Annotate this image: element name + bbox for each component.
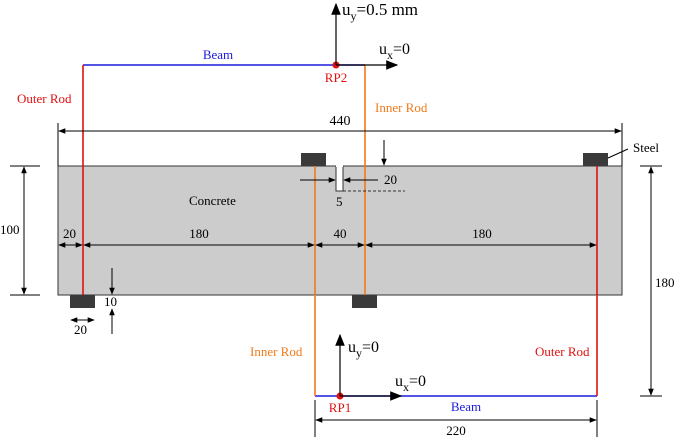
dim-20-left-label: 20 [63, 226, 76, 241]
ux-top-label: ux=0 [379, 41, 410, 62]
inner-rod-bottom-label: Inner Rod [250, 344, 303, 359]
inner-rod-top-label: Inner Rod [375, 100, 428, 115]
steel-plate-bottom-middle [352, 295, 377, 308]
steel-plate-bottom-left [70, 295, 95, 308]
beam-bottom-label: Beam [451, 399, 481, 414]
steel-leader [607, 148, 629, 159]
uy-bottom-label: uy=0 [348, 339, 379, 360]
dim-180-left-label: 180 [189, 226, 209, 241]
concrete-label: Concrete [189, 193, 236, 208]
steel-plate-top-left [301, 153, 326, 166]
dim-40-label: 40 [334, 226, 347, 241]
ux-bottom-label: ux=0 [395, 373, 426, 394]
rp2-label: RP2 [325, 70, 347, 85]
dim-440-label: 440 [330, 114, 351, 129]
beam-top-label: Beam [203, 47, 233, 62]
steel-label: Steel [633, 140, 659, 155]
dim-180-vert-label: 180 [655, 275, 675, 290]
notch-width-label: 20 [384, 172, 397, 187]
dim-20-bottom-label: 20 [74, 322, 87, 337]
dim-100-label: 100 [0, 222, 20, 237]
notch-5-label: 5 [336, 194, 343, 209]
outer-rod-right-label: Outer Rod [535, 344, 590, 359]
dim-10-label: 10 [104, 294, 117, 309]
dim-180-right-label: 180 [472, 226, 492, 241]
notch [335, 165, 344, 192]
uy-top-label: uy=0.5 mm [342, 0, 418, 23]
dim-220-label: 220 [446, 423, 466, 438]
rp1-label: RP1 [329, 400, 351, 415]
outer-rod-left-label: Outer Rod [17, 91, 72, 106]
steel-plate-top-right [583, 153, 608, 166]
